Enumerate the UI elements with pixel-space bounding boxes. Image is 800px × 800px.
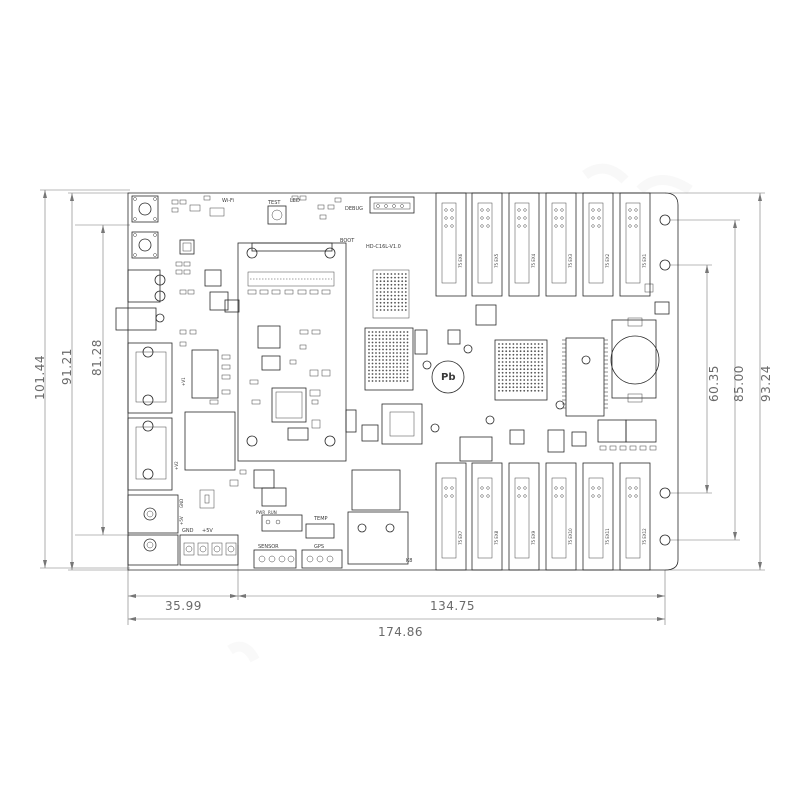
gps-label: GPS — [314, 544, 324, 550]
dim-93-24: 93.24 — [759, 365, 773, 402]
hub-ex6: 75 EX6 — [458, 253, 463, 268]
debug-label: DEBUG — [345, 206, 363, 212]
hub-ex5: 75 EX5 — [494, 253, 499, 268]
v1-label: +V1 — [181, 377, 186, 386]
power-terminal — [179, 534, 239, 566]
watermark — [227, 163, 693, 663]
gnd2-label: GND — [179, 499, 184, 508]
left-logic — [171, 195, 287, 509]
board-model-label: HD-C16L-V1.0 — [366, 244, 401, 250]
core-module — [237, 242, 347, 462]
hub-ex2: 75 EX2 — [605, 253, 610, 268]
top-middle — [267, 195, 415, 225]
hub-ex8: 75 EX8 — [494, 530, 499, 545]
test-label: TEST — [267, 200, 281, 206]
plus5v-label: +5V — [179, 516, 184, 525]
resistor-arrays — [597, 283, 670, 451]
wifi-label: Wi-Fi — [222, 198, 234, 204]
dim-91-21: 91.21 — [60, 348, 74, 385]
dimension-lines — [40, 189, 765, 625]
sensor-label: SENSOR — [258, 544, 279, 550]
hub-ex9: 75 EX9 — [531, 530, 536, 545]
dim-134-75: 134.75 — [430, 599, 475, 613]
run-label: RUN — [268, 510, 277, 515]
bga-right-dots — [498, 343, 544, 392]
board-outline — [127, 192, 679, 571]
pwr-label: PWR — [256, 510, 265, 515]
hub-ex1: 75 EX1 — [642, 253, 647, 268]
dim-174-86: 174.86 — [378, 625, 423, 639]
middle-chips — [345, 269, 605, 565]
long-header-pins — [562, 339, 608, 409]
dim-60-35: 60.35 — [707, 365, 721, 402]
battery-holder — [610, 317, 660, 403]
hub-ex12: 75 EX12 — [642, 528, 647, 545]
temp-label: TEMP — [313, 516, 328, 522]
boot-label: BOOT — [340, 238, 355, 244]
gnd-label: GND — [182, 528, 194, 534]
bga-top-dots — [376, 273, 407, 311]
bga-main-dots — [368, 331, 409, 382]
hub-ex3: 75 EX3 — [568, 253, 573, 268]
hub-ex11: 75 EX11 — [605, 528, 610, 545]
left-ports — [115, 195, 179, 566]
hub-connectors-bottom — [435, 462, 651, 571]
hub-ex4: 75 EX4 — [531, 253, 536, 268]
hub-connectors-top — [435, 192, 651, 297]
dim-35-99: 35.99 — [165, 599, 202, 613]
led-label: LED — [290, 198, 300, 204]
k8-label: K8 — [406, 558, 412, 564]
five-v-label: +5V — [202, 528, 213, 534]
dim-85-00: 85.00 — [732, 365, 746, 402]
dim-81-28: 81.28 — [90, 339, 104, 376]
hub-ex10: 75 EX10 — [568, 528, 573, 545]
v2-label: +V2 — [174, 461, 179, 470]
dim-101-44: 101.44 — [33, 355, 47, 400]
hub-ex7: 75 EX7 — [458, 530, 463, 545]
bottom-connectors — [253, 514, 343, 569]
pb-label: Pb — [441, 372, 456, 383]
